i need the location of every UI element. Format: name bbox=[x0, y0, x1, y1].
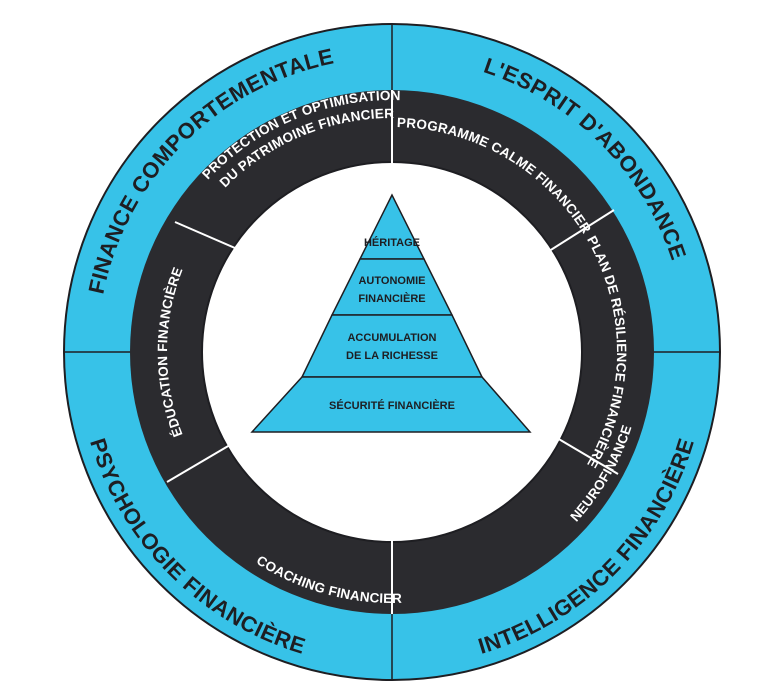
pyramid-label-accumulation-line1: ACCUMULATION bbox=[347, 332, 436, 344]
pyramid-label-autonomie-line1: AUTONOMIE bbox=[358, 275, 425, 287]
pyramid-label-autonomie-line2: FINANCIÈRE bbox=[358, 292, 425, 305]
pyramid-label-securite: SÉCURITÉ FINANCIÈRE bbox=[329, 399, 455, 412]
pyramid-level-securite bbox=[250, 376, 532, 433]
pyramid-level-accumulation bbox=[300, 314, 484, 378]
mid-divider-bottomleft bbox=[166, 431, 253, 483]
mid-divider-bottomright bbox=[534, 424, 619, 475]
pyramid-label-heritage: HÉRITAGE bbox=[364, 236, 420, 249]
pyramid-label-accumulation-line2: DE LA RICHESSE bbox=[346, 350, 438, 362]
mid-divider-topright bbox=[526, 209, 615, 266]
mid-divider-topleft bbox=[174, 221, 259, 259]
